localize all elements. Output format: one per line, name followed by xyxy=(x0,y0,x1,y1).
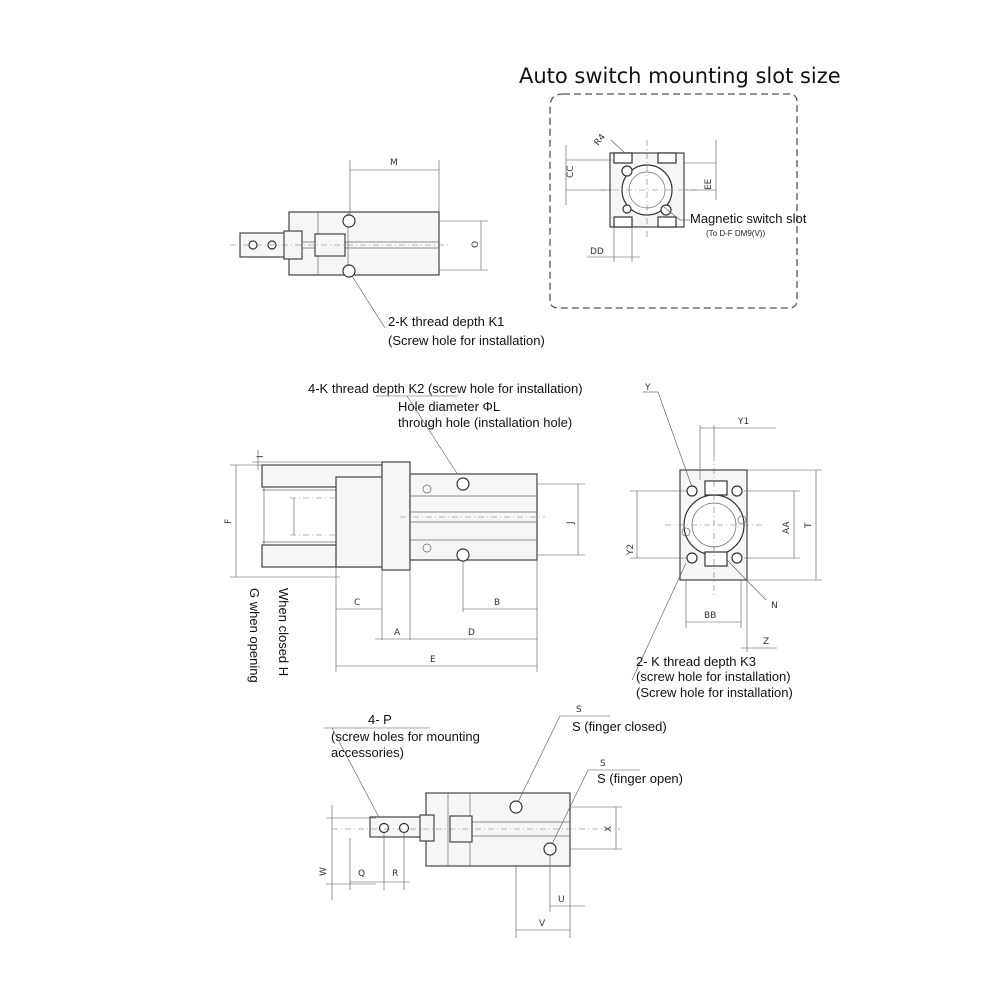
slot-notch-bottom-left xyxy=(613,216,633,228)
bottom-dim-s-open: S xyxy=(600,759,606,769)
end-view-hole-top-left xyxy=(686,485,698,497)
slot-notch-top-right xyxy=(657,152,677,164)
side-label-when-opening: G when opening xyxy=(247,588,262,683)
bottom-dim-s-closed: S xyxy=(576,705,582,715)
side-label-when-closed: When closed H xyxy=(276,588,291,676)
side-dim-j: J xyxy=(566,521,576,525)
slot-switch-hole-1 xyxy=(621,165,633,177)
side-dim-f: F xyxy=(224,519,234,524)
bottom-mount-hole-open xyxy=(543,842,557,856)
top-view-note-k1-sub: (Screw hole for installation) xyxy=(388,333,545,348)
bottom-note-p-sub2: accessories) xyxy=(331,745,404,760)
bottom-label-s-closed: S (finger closed) xyxy=(572,719,667,734)
magnetic-switch-slot-sublabel: (To D-F DM9(V)) xyxy=(706,229,765,238)
slot-view-frame xyxy=(549,93,798,309)
end-dim-y1: Y1 xyxy=(737,417,749,427)
end-dim-y2: Y2 xyxy=(626,544,636,556)
end-dim-bb: BB xyxy=(704,611,716,621)
side-note-hole-diameter: Hole diameter ΦL xyxy=(398,399,500,414)
side-dim-b: B xyxy=(494,598,500,608)
bottom-dim-w: W xyxy=(319,867,329,876)
top-view-body xyxy=(288,211,440,276)
end-dim-aa: AA xyxy=(782,521,792,534)
bottom-note-p-sub1: (screw holes for mounting xyxy=(331,729,480,744)
bottom-accessory-hole-1 xyxy=(378,822,390,834)
slot-switch-hole-2 xyxy=(660,204,672,216)
end-view-hole-bottom-left xyxy=(686,552,698,564)
slot-dim-cc: CC xyxy=(566,165,576,178)
slot-dim-ee: EE xyxy=(704,178,714,190)
top-view: M O 2-K thread depth K1 (Screw hole for … xyxy=(230,158,545,348)
side-finger-carrier xyxy=(335,476,387,568)
side-dim-c: C xyxy=(354,598,360,608)
bottom-label-s-open: S (finger open) xyxy=(597,771,683,786)
bottom-view-finger-jaw xyxy=(419,814,435,842)
end-note-k3: 2- K thread depth K3 xyxy=(636,654,756,669)
slot-notch-top-left xyxy=(613,152,633,164)
bottom-dim-x: X xyxy=(604,826,614,832)
top-view-note-k1: 2-K thread depth K1 xyxy=(388,314,504,329)
top-dim-m: M xyxy=(390,158,398,168)
end-dim-n: N xyxy=(771,601,778,611)
switch-slot-view: CC EE R4 DD Magnetic switch slot (To D-F… xyxy=(549,93,807,309)
end-view-hole-bottom-right xyxy=(731,552,743,564)
top-view-mount-hole-1 xyxy=(342,214,356,228)
end-view-slot-bottom xyxy=(704,551,728,567)
top-view-mount-hole-2 xyxy=(342,264,356,278)
bottom-note-p: 4- P xyxy=(368,712,392,727)
side-front-plate xyxy=(381,461,411,571)
end-dim-z: Z xyxy=(763,637,769,647)
bottom-accessory-hole-2 xyxy=(398,822,410,834)
end-view-hole-top-right xyxy=(731,485,743,497)
slot-dim-r4: R4 xyxy=(593,132,609,148)
end-view: Y Y1 Y2 AA T BB N Z 2- K thread d xyxy=(626,383,822,700)
side-mount-hole-2 xyxy=(456,548,470,562)
slot-switch-hole-3 xyxy=(622,204,632,214)
bottom-dim-q: Q xyxy=(358,869,365,879)
side-dim-a: A xyxy=(394,628,401,638)
end-dim-y: Y xyxy=(644,383,651,393)
top-dim-o: O xyxy=(471,241,481,248)
magnetic-switch-slot-label: Magnetic switch slot xyxy=(690,211,807,226)
end-dim-t: T xyxy=(804,522,814,529)
end-note-k3-sub1: (screw hole for installation) xyxy=(636,669,791,684)
bottom-dim-u: U xyxy=(558,895,565,905)
bottom-mount-hole-closed xyxy=(509,800,523,814)
side-dim-d: D xyxy=(468,628,475,638)
drawing-title: Auto switch mounting slot size xyxy=(519,64,841,88)
end-note-k3-sub2: (Screw hole for installation) xyxy=(636,685,793,700)
side-note-k2: 4-K thread depth K2 (screw hole for inst… xyxy=(308,381,583,396)
side-mount-hole-1 xyxy=(456,477,470,491)
slot-dim-dd: DD xyxy=(590,247,604,257)
side-view: 4-K thread depth K2 (screw hole for inst… xyxy=(224,381,585,683)
side-dim-i: I xyxy=(256,455,266,458)
side-note-through-hole: through hole (installation hole) xyxy=(398,415,572,430)
bottom-dim-r: R xyxy=(392,869,398,879)
bottom-dim-v: V xyxy=(539,919,546,929)
bottom-view: 4- P (screw holes for mounting accessori… xyxy=(319,705,683,938)
side-dim-e: E xyxy=(430,655,436,665)
slot-notch-bottom-right xyxy=(657,216,677,228)
end-view-slot-top xyxy=(704,480,728,496)
